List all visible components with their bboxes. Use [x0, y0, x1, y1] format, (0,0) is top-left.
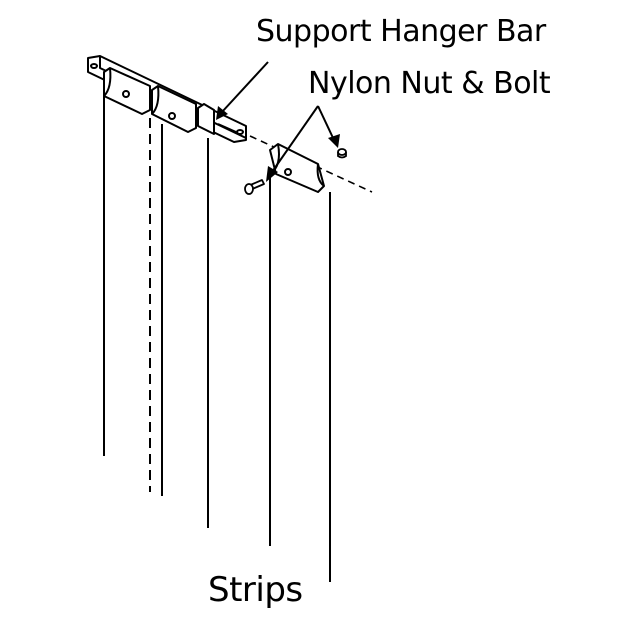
strips-left-group: [103, 96, 209, 528]
strips-label: Strips: [208, 570, 303, 610]
nylon-nut-bolt-label: Nylon Nut & Bolt: [308, 66, 551, 101]
strip-hanger-plate: [197, 103, 215, 135]
alignment-dashed-line: [249, 135, 373, 193]
leader-arrow-nut-bolt: [266, 105, 340, 182]
nylon-nut: [337, 148, 347, 159]
strips-right-group: [269, 172, 331, 582]
support-hanger-bar-label: Support Hanger Bar: [256, 14, 546, 49]
nylon-bolt: [244, 179, 265, 195]
leader-arrow-support-bar: [216, 61, 269, 120]
detached-hanger-plate: [269, 143, 325, 193]
strip-hanger-plate: [151, 85, 197, 133]
strip-hanger-plate: [103, 67, 151, 115]
